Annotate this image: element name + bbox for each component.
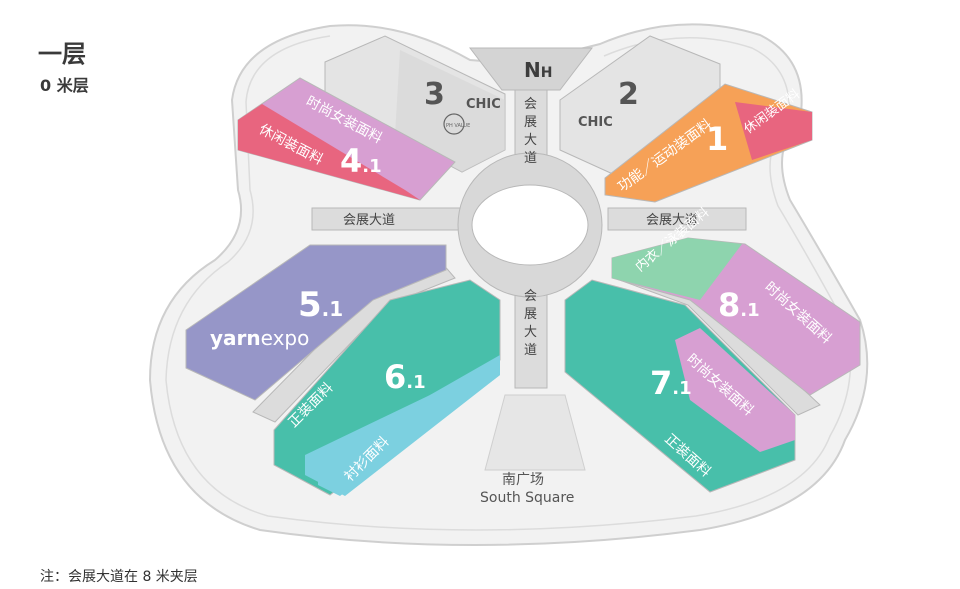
avenue-label-west: 会展大道 [343,213,395,228]
hall-6-1[interactable]: 6.1 正装面料 衬衫面料 [273,279,501,496]
north-label: NH [524,58,552,82]
hall-6-1-number: 6.1 [384,358,426,396]
hall-7-1[interactable]: 7.1 时尚女装面料 正装面料 [564,279,796,493]
svg-text:会: 会 [524,97,537,112]
central-court [471,184,589,266]
svg-text:大: 大 [524,133,537,148]
north-entrance [468,47,594,91]
hall-3-brand: CHIC [466,97,501,112]
svg-text:展: 展 [524,115,537,130]
hall-5-1-number: 5.1 [298,285,343,325]
hall-1-number: 1 [706,120,728,158]
hall-2-brand: CHIC [578,115,613,130]
hall-4-1[interactable]: 时尚女装面料 休闲装面料 4.1 [237,77,456,201]
south-steps [484,394,586,471]
svg-text:道: 道 [524,343,537,358]
hall-2-number: 2 [618,77,639,112]
avenue-label-south: 会 展 大 道 [524,289,537,358]
ph-value-logo-text: PH VALUE [446,123,470,129]
svg-text:展: 展 [524,307,537,322]
south-square-en: South Square [480,490,574,506]
avenue-label-north: 会 展 大 道 [524,97,537,166]
ph-value-logo [443,113,465,135]
hall-8-1-number: 8.1 [718,286,760,324]
hall-7-1-number: 7.1 [650,364,692,402]
hall-5-1[interactable]: 5.1 yarnexpo [185,244,447,401]
south-square-cn: 南广场 [502,472,544,488]
footnote: 注：会展大道在 8 米夹层 [40,569,198,585]
hall-4-1-number: 4.1 [340,142,382,180]
avenue-label-east: 会展大道 [646,213,698,228]
svg-text:道: 道 [524,151,537,166]
floor-subtitle: 0 米层 [40,76,89,95]
hall-8-1[interactable]: 内衣／泳装面料 8.1 时尚女装面料 [611,204,861,396]
hall-3-number: 3 [424,77,445,112]
yarnexpo-logo: yarnexpo [210,326,309,350]
floor-title: 一层 [38,40,86,68]
svg-text:会: 会 [524,289,537,304]
svg-text:大: 大 [524,325,537,340]
